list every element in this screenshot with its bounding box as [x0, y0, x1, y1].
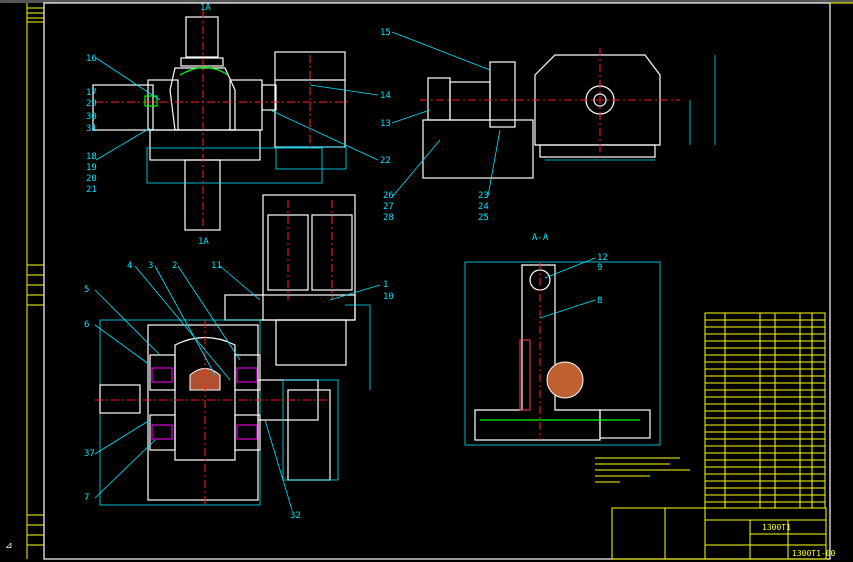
part-label: 3	[148, 261, 153, 271]
part-label: 16	[86, 54, 97, 64]
part-label: 15	[380, 28, 391, 38]
title-block	[611, 507, 827, 560]
part-label: 19	[86, 163, 97, 173]
part-label: 25	[478, 213, 489, 223]
part-labels: 16 17 29 30 31 18 19 20 21 14 22 15 13 2…	[84, 28, 608, 521]
part-label: 1	[383, 280, 388, 290]
part-label: 8	[597, 296, 602, 306]
drawing-title: 1300T1	[762, 523, 791, 532]
drawing-frame	[43, 2, 831, 560]
part-label: 28	[383, 213, 394, 223]
part-label: 6	[84, 320, 89, 330]
part-label: 11	[211, 261, 222, 271]
section-mark-bottom: 1A	[198, 237, 209, 247]
part-label: 31	[86, 124, 97, 134]
drawing-number: 1300T1-00	[792, 549, 836, 558]
leader-lines	[94, 31, 596, 511]
part-label: 37	[84, 449, 95, 459]
part-label: 22	[380, 156, 391, 166]
part-label: 9	[597, 263, 602, 273]
part-label: 14	[380, 91, 391, 101]
part-label: 5	[84, 285, 89, 295]
part-label: 20	[86, 174, 97, 184]
section-view	[464, 261, 661, 446]
left-margin-marks	[27, 7, 44, 546]
motor-group	[224, 194, 371, 390]
part-label: 27	[383, 202, 394, 212]
part-label: 10	[383, 292, 394, 302]
side-view	[420, 48, 716, 179]
technical-notes	[595, 457, 690, 483]
part-label: 7	[84, 493, 89, 503]
parts-list-rows	[705, 319, 825, 503]
part-label: 26	[383, 191, 394, 201]
ucs-icon: ⊿	[5, 541, 13, 551]
part-label: 21	[86, 185, 97, 195]
part-label: 13	[380, 119, 391, 129]
section-label: A-A	[532, 233, 549, 243]
part-label: 24	[478, 202, 489, 212]
part-label: 32	[290, 511, 301, 521]
part-label: 18	[86, 152, 97, 162]
part-label: 12	[597, 253, 608, 263]
part-label: 4	[127, 261, 132, 271]
window-top-bar	[0, 0, 853, 3]
front-view	[92, 10, 350, 231]
part-label: 2	[172, 261, 177, 271]
part-label: 23	[478, 191, 489, 201]
section-mark-top: 1A	[200, 3, 211, 13]
plan-view	[95, 319, 339, 506]
part-label: 30	[86, 112, 97, 122]
part-label: 29	[86, 99, 97, 109]
part-label: 17	[86, 88, 97, 98]
